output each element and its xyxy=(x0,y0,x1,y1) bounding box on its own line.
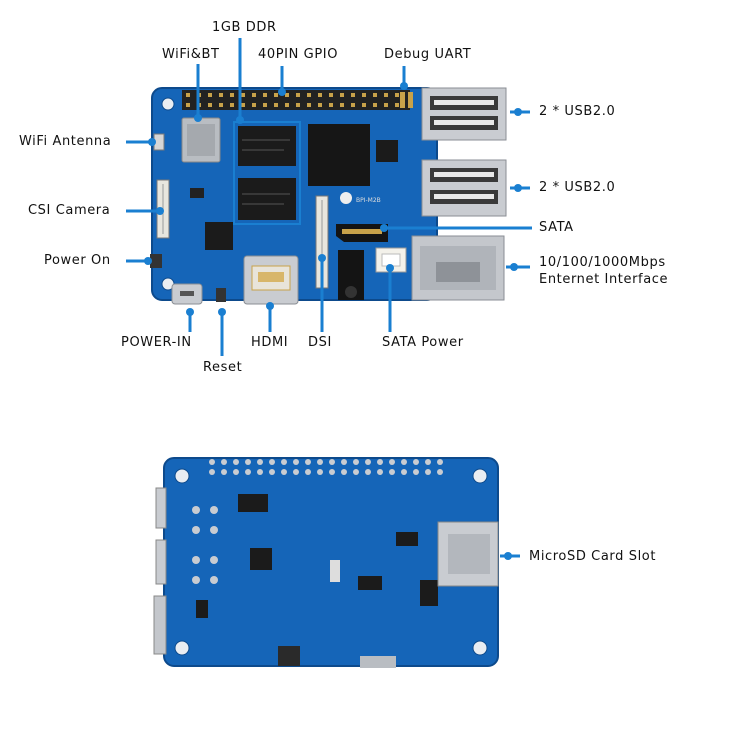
soc-chip xyxy=(308,124,370,186)
label-ethernet: 10/100/1000Mbps Enternet Interface xyxy=(539,254,668,288)
label-debug-uart: Debug UART xyxy=(384,47,472,62)
label-ethernet-line1: 10/100/1000Mbps xyxy=(539,255,666,270)
label-csi-camera: CSI Camera xyxy=(28,203,111,218)
reset-button xyxy=(216,288,226,302)
label-usb-lower: 2 * USB2.0 xyxy=(539,180,616,195)
label-hdmi: HDMI xyxy=(251,335,289,350)
usb-lower-stack xyxy=(421,159,507,217)
ddr-chips xyxy=(233,121,301,225)
hdmi-port xyxy=(243,255,299,305)
label-reset: Reset xyxy=(203,360,243,375)
gpio-header xyxy=(182,90,410,110)
usb-upper-stack xyxy=(421,87,507,141)
label-power-on: Power On xyxy=(44,253,111,268)
label-power-in: POWER-IN xyxy=(121,335,192,350)
label-wifi-bt: WiFi&BT xyxy=(162,47,220,62)
power-on-button xyxy=(150,254,162,268)
sata-connector xyxy=(336,224,388,242)
label-ethernet-line2: Enternet Interface xyxy=(539,272,669,287)
svg-text:BPI-M2B: BPI-M2B xyxy=(356,197,381,204)
microsd-slot xyxy=(437,521,499,587)
label-sata: SATA xyxy=(539,220,574,235)
ethernet-port xyxy=(411,235,505,301)
label-sata-power: SATA Power xyxy=(382,335,464,350)
debug-uart-pins xyxy=(400,92,413,108)
label-wifi-antenna: WiFi Antenna xyxy=(19,134,112,149)
label-ddr: 1GB DDR xyxy=(212,20,277,35)
label-microsd: MicroSD Card Slot xyxy=(529,549,657,564)
label-usb-upper: 2 * USB2.0 xyxy=(539,104,616,119)
label-dsi: DSI xyxy=(308,335,332,350)
label-gpio: 40PIN GPIO xyxy=(258,47,339,62)
